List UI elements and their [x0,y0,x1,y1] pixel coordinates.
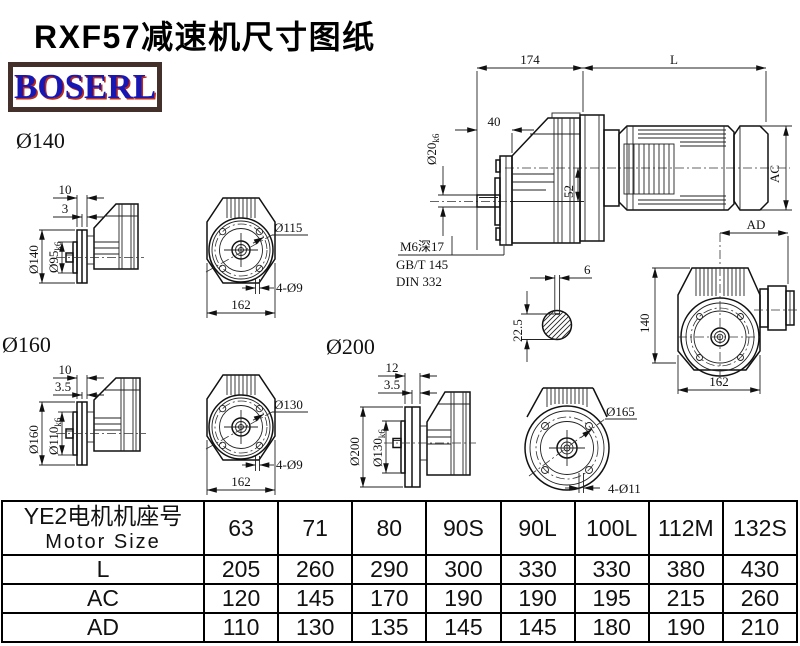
col-header: 132S [721,500,799,556]
dim-label: AD [747,217,766,232]
table-cell: 330 [499,554,576,585]
view-label-200: Ø200 [326,334,375,359]
table-cell: 330 [573,554,650,585]
dim-label: Ø20k6 [424,133,441,165]
side-view-200: 12 3.5 Ø200 Ø130k6 [347,360,476,488]
table-cell: 205 [202,554,280,585]
table-cell: 430 [721,554,799,585]
dim-label: 140 [637,314,652,334]
table-cell: 130 [277,612,354,643]
dim-label: 22.5 [510,319,525,342]
front-view-115: Ø115 4-Ø9 162 [205,197,308,318]
table-cell: 300 [425,554,502,585]
table-header-en: Motor Size [45,530,161,553]
table-cell: 180 [573,612,650,643]
side-view-160: 10 3.5 Ø160 Ø110k6 [26,362,146,466]
table-cell: 190 [499,583,576,614]
row-header: L [1,554,205,585]
table-cell: 135 [351,612,428,643]
note-standard-1: GB/T 145 [396,257,448,272]
col-header: 112M [647,500,724,556]
col-header: 63 [202,500,280,556]
dim-label: Ø200 [347,437,362,466]
table-cell: 145 [277,583,354,614]
dim-label: 174 [520,52,540,67]
dim-label: Ø130k6 [370,429,387,467]
table-cell: 145 [499,612,576,643]
table-cell: 190 [647,612,724,643]
table-cell: 260 [277,554,354,585]
note-standard-2: DIN 332 [396,274,442,289]
dim-label: 162 [231,297,251,312]
dim-label: 6 [584,262,591,277]
col-header: 100L [573,500,650,556]
side-view-140: 10 3 Ø140 Ø95k6 [26,182,144,284]
table-cell: 215 [647,583,724,614]
dim-label: Ø160 [26,425,41,454]
dim-label: 3.5 [55,379,71,394]
table-cell: 380 [647,554,724,585]
front-view-165: Ø165 4-Ø11 [524,387,641,496]
table-header-cn: YE2电机机座号 [23,502,183,529]
dim-label: 4-Ø9 [276,457,303,472]
dim-label: AC [767,165,782,183]
table-cell: 190 [425,583,502,614]
dim-label: Ø165 [606,404,635,419]
table-cell: 145 [425,612,502,643]
dim-label: 162 [231,474,251,489]
dim-label: Ø115 [274,220,302,235]
dim-label: 40 [488,114,501,129]
table-header-motor-size: YE2电机机座号 Motor Size [1,500,205,556]
motor-size-table: YE2电机机座号 Motor Size 63 71 80 90S 90L 100… [1,500,799,643]
rear-view: AD 140 162 [637,217,798,394]
note-thread: M6深17 [400,239,445,254]
table-cell: 110 [202,612,280,643]
dim-label: Ø140 [26,245,41,274]
dim-label: 12 [386,360,399,375]
dim-label: Ø130 [274,397,303,412]
key-section-view: 6 22.5 [510,262,592,362]
view-label-140: Ø140 [16,128,65,153]
dim-label: 52 [561,185,576,198]
front-view-130: Ø130 4-Ø9 162 [205,374,308,495]
dim-label: Ø110k6 [46,417,63,455]
dim-label: 162 [709,374,729,389]
brand-logo: BOSERL [8,62,162,112]
view-label-160: Ø160 [2,332,51,357]
table-cell: 120 [202,583,280,614]
table-cell: 290 [351,554,428,585]
col-header: 71 [277,500,354,556]
dim-label: 3 [62,201,69,216]
row-header: AD [1,612,205,643]
page-title: RXF57减速机尺寸图纸 [34,19,376,55]
table-cell: 260 [721,583,799,614]
dim-label: 3.5 [384,377,400,392]
row-header: AC [1,583,205,614]
dim-label: 10 [59,362,72,377]
table-cell: 170 [351,583,428,614]
dim-label: Ø95k6 [46,241,63,273]
table-cell: 195 [573,583,650,614]
brand-logo-text: BOSERL [14,67,156,106]
dim-label: 4-Ø9 [276,280,303,295]
dim-label: L [670,52,678,67]
col-header: 90L [499,500,576,556]
col-header: 80 [351,500,428,556]
col-header: 90S [425,500,502,556]
dim-label: 10 [59,182,72,197]
dim-label: 4-Ø11 [608,481,641,496]
table-cell: 210 [721,612,799,643]
main-view: 174 L 40 Ø20k6 52 AC M6深17 GB/T 145 DIN … [396,52,792,289]
